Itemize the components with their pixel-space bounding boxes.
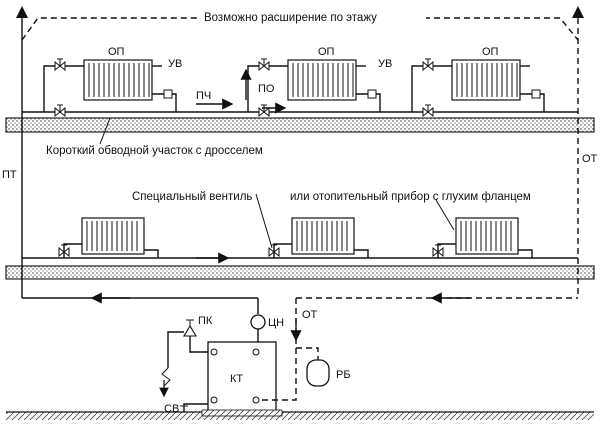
boiler-return [262,298,319,401]
upper-valve-bypass-3 [422,104,434,118]
leader-lines [99,117,455,249]
upper-floor-loop [22,68,578,114]
sv-label: СВ [164,403,179,415]
po-label: ПО [258,83,275,95]
upper-valve-top-1 [54,58,66,72]
upper-valve-bypass-2 [258,104,270,118]
ot-label-bottom: ОТ [302,309,318,321]
radiator-label-3: ОП [482,46,499,58]
rb-label: РБ [336,369,351,381]
radiator-label-2: ОП [318,46,335,58]
blind-flange-note: или отопительный прибор с глухим фланцем [290,191,531,203]
upper-throttle-2 [367,89,377,99]
upper-valve-bypass-1 [54,104,66,118]
upper-radiator-1 [83,59,153,101]
pk-label: ПК [198,315,213,327]
lower-valve-2 [268,244,280,258]
upper-valve-top-3 [422,58,434,72]
lower-radiator-3 [455,217,519,255]
pt-label: ПТ [2,169,17,181]
circulation-pump [250,298,266,342]
expansion-note: Возможно расширение по этажу [204,12,377,24]
tsn-label: ЦН [268,317,284,329]
upper-throttle-1 [163,89,173,99]
text-labels: Возможно расширение по этажу Короткий об… [2,8,598,415]
safety-valve [159,319,208,398]
lower-valve-1 [58,244,70,258]
upper-valve-top-2 [258,58,270,72]
lower-floor-slab [5,265,595,280]
upper-floor-slab [5,117,595,133]
kt-label: КТ [230,373,243,385]
upper-throttle-3 [531,89,541,99]
pch-label: ПЧ [196,90,211,102]
ground-line [6,411,594,420]
lower-radiator-1 [81,217,145,255]
ot-label-right: ОТ [582,153,598,165]
lower-valve-3 [432,244,444,258]
bypass-note: Короткий обводной участок с дросселем [46,145,263,157]
uv-label-2: УВ [378,58,392,70]
lower-radiator-2 [291,217,355,255]
expansion-tank [306,359,330,387]
radiators-group [43,58,545,258]
upper-radiator-3 [451,59,521,101]
radiator-label-1: ОП [108,46,125,58]
special-valve-label: Специальный вентиль [132,191,252,203]
drain-valve [180,403,208,412]
uv-label-1: УВ [168,58,182,70]
upper-radiator-2 [287,59,357,101]
